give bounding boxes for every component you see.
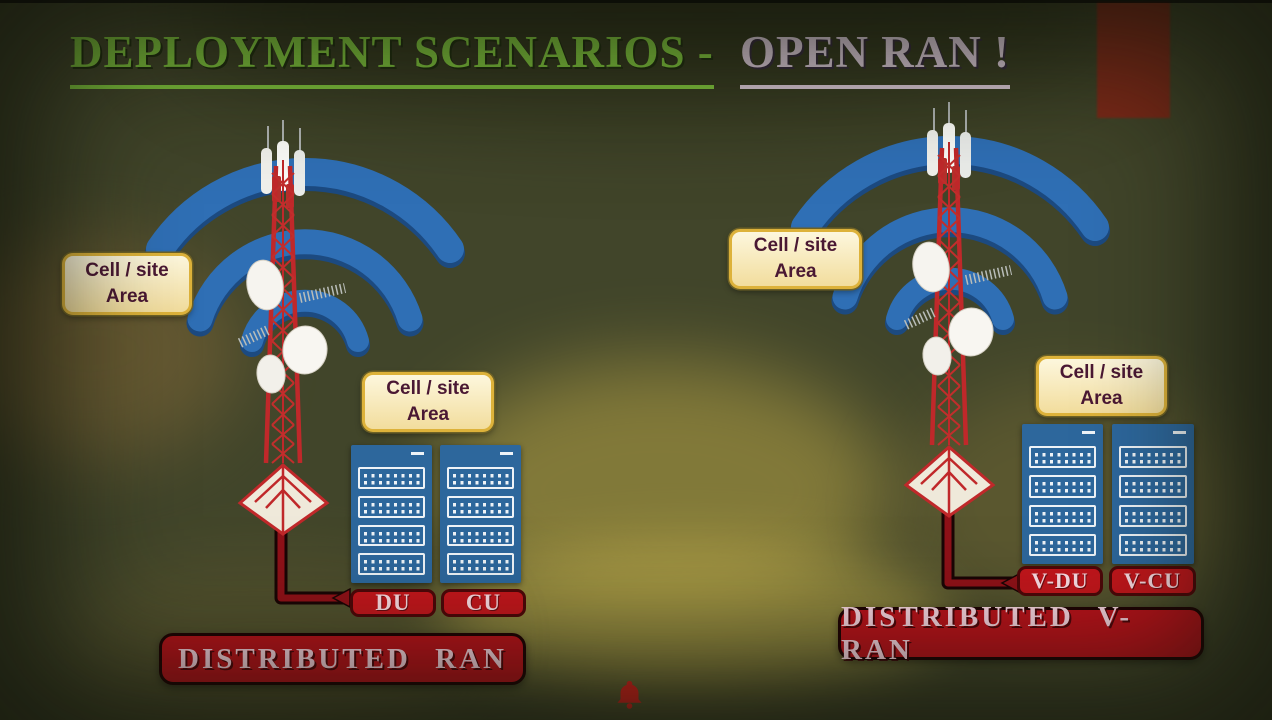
server-rack-vcu (1112, 424, 1194, 564)
cell-tower-icon (864, 100, 1034, 530)
vcu-label: V-CU (1109, 566, 1196, 596)
server-rack-du (351, 445, 432, 583)
title-deployment-scenarios: DEPLOYMENT SCENARIOS - (70, 26, 714, 89)
rack-slot (358, 467, 425, 489)
rack-slot (1119, 533, 1187, 556)
du-label: DU (350, 589, 436, 617)
cell-site-area-line2: Area (105, 286, 149, 307)
rack-slot (447, 553, 514, 575)
rack-slot (1119, 475, 1187, 498)
rack-slot (1119, 504, 1187, 527)
top-edge-line (0, 0, 1272, 3)
rack-slot (358, 524, 425, 547)
top-right-red-rectangle (1097, 2, 1170, 118)
cell-site-area-line2: Area (406, 404, 450, 425)
cell-site-area-label: Cell / site Area (1036, 356, 1167, 416)
cell-site-area-line1: Cell / site (753, 235, 838, 257)
cell-tower-icon (198, 118, 368, 548)
cell-site-area-label: Cell / site Area (729, 229, 862, 289)
rack-slot (447, 524, 514, 547)
rack-slot (1119, 446, 1187, 469)
cell-site-area-line1: Cell / site (85, 260, 169, 282)
rack-slot (358, 495, 425, 518)
rack-slot (358, 553, 425, 575)
cell-site-area-line1: Cell / site (386, 378, 470, 400)
title-open-ran: OPEN RAN ! (740, 26, 1010, 89)
cell-site-area-label: Cell / site Area (362, 372, 494, 432)
distributed-vran-caption: DISTRIBUTED V-RAN (838, 601, 1204, 666)
cell-site-area-line2: Area (1080, 388, 1123, 409)
rack-slot (1029, 504, 1096, 527)
rack-slot (1029, 475, 1096, 498)
rack-slot (447, 495, 514, 518)
cell-site-area-line1: Cell / site (1059, 362, 1144, 384)
server-rack-cu (440, 445, 521, 583)
server-rack-vdu (1022, 424, 1103, 564)
rack-slot (1029, 446, 1096, 469)
cell-site-area-line2: Area (774, 261, 817, 282)
rack-slot (1029, 533, 1096, 556)
notification-bell-icon (617, 681, 642, 709)
vdu-label: V-DU (1017, 566, 1103, 596)
rack-slot (447, 467, 514, 489)
cu-label: CU (441, 589, 526, 617)
page-title: DEPLOYMENT SCENARIOS - OPEN RAN ! (70, 26, 1010, 89)
cell-site-area-label: Cell / site Area (62, 253, 192, 315)
distributed-ran-caption: DISTRIBUTED RAN (159, 633, 526, 685)
